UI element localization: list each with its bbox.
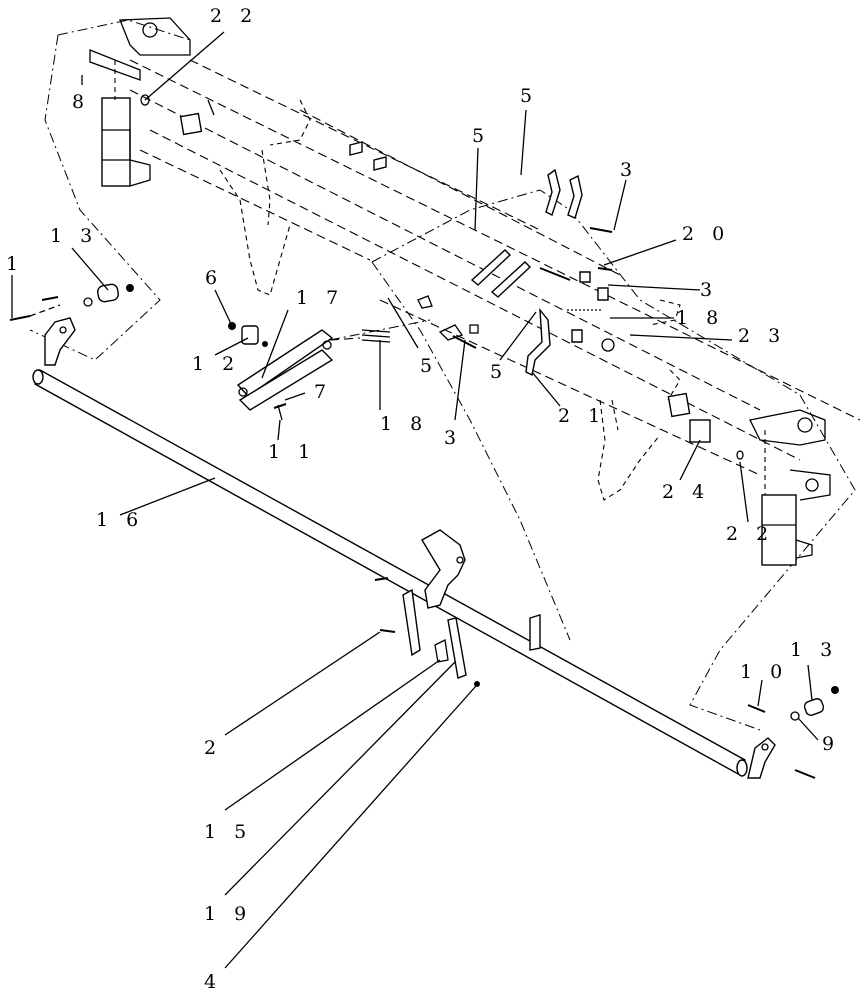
callout-18-right: 1 8: [676, 307, 724, 329]
right-end-hardware: [747, 686, 839, 779]
callout-3-right: 3: [700, 279, 718, 301]
callout-3-bottom: 3: [444, 427, 462, 449]
callout-23: 2 3: [738, 325, 786, 347]
callout-labels: 2 2 8 5 5 3 2 0 3 1 8 2 3 1 1 3 6 1 7 1 …: [6, 5, 840, 993]
callout-3-top: 3: [620, 159, 638, 181]
link-assembly: [228, 322, 391, 421]
lower-arm-parts: [374, 577, 480, 687]
callout-5-mid: 5: [420, 355, 438, 377]
callout-10: 1 0: [740, 661, 788, 683]
callout-5-top: 5: [520, 85, 538, 107]
callout-21: 2 1: [558, 405, 606, 427]
callout-13-left: 1 3: [50, 225, 98, 247]
callout-20: 2 0: [682, 223, 730, 245]
center-brackets: [417, 168, 615, 377]
callout-5-upper: 5: [472, 125, 490, 147]
callout-24: 2 4: [662, 481, 710, 503]
callout-22-top: 2 2: [210, 5, 258, 27]
callout-13-right: 1 3: [790, 639, 838, 661]
callout-5-center: 5: [490, 361, 508, 383]
callout-19: 1 9: [204, 903, 252, 925]
assembly-boundaries: [29, 19, 856, 731]
callout-18-left: 1 8: [380, 413, 428, 435]
callout-1: 1: [6, 253, 24, 275]
left-end-hardware: [9, 283, 134, 321]
callout-4: 4: [204, 971, 222, 993]
callout-7: 7: [314, 381, 332, 403]
callout-9: 9: [822, 733, 840, 755]
callout-22-bottom: 2 2: [726, 523, 774, 545]
callout-2: 2: [204, 737, 222, 759]
callout-12: 1 2: [192, 353, 240, 375]
leader-lines: [11, 31, 819, 969]
callout-6: 6: [205, 267, 223, 289]
frame-hardware: [140, 94, 744, 460]
callout-16: 1 6: [96, 509, 144, 531]
callout-17: 1 7: [296, 287, 344, 309]
rock-shaft: [32, 317, 776, 779]
callout-8: 8: [72, 91, 90, 113]
main-frame: [89, 17, 861, 566]
callout-15: 1 5: [204, 821, 252, 843]
callout-11: 1 1: [268, 441, 316, 463]
